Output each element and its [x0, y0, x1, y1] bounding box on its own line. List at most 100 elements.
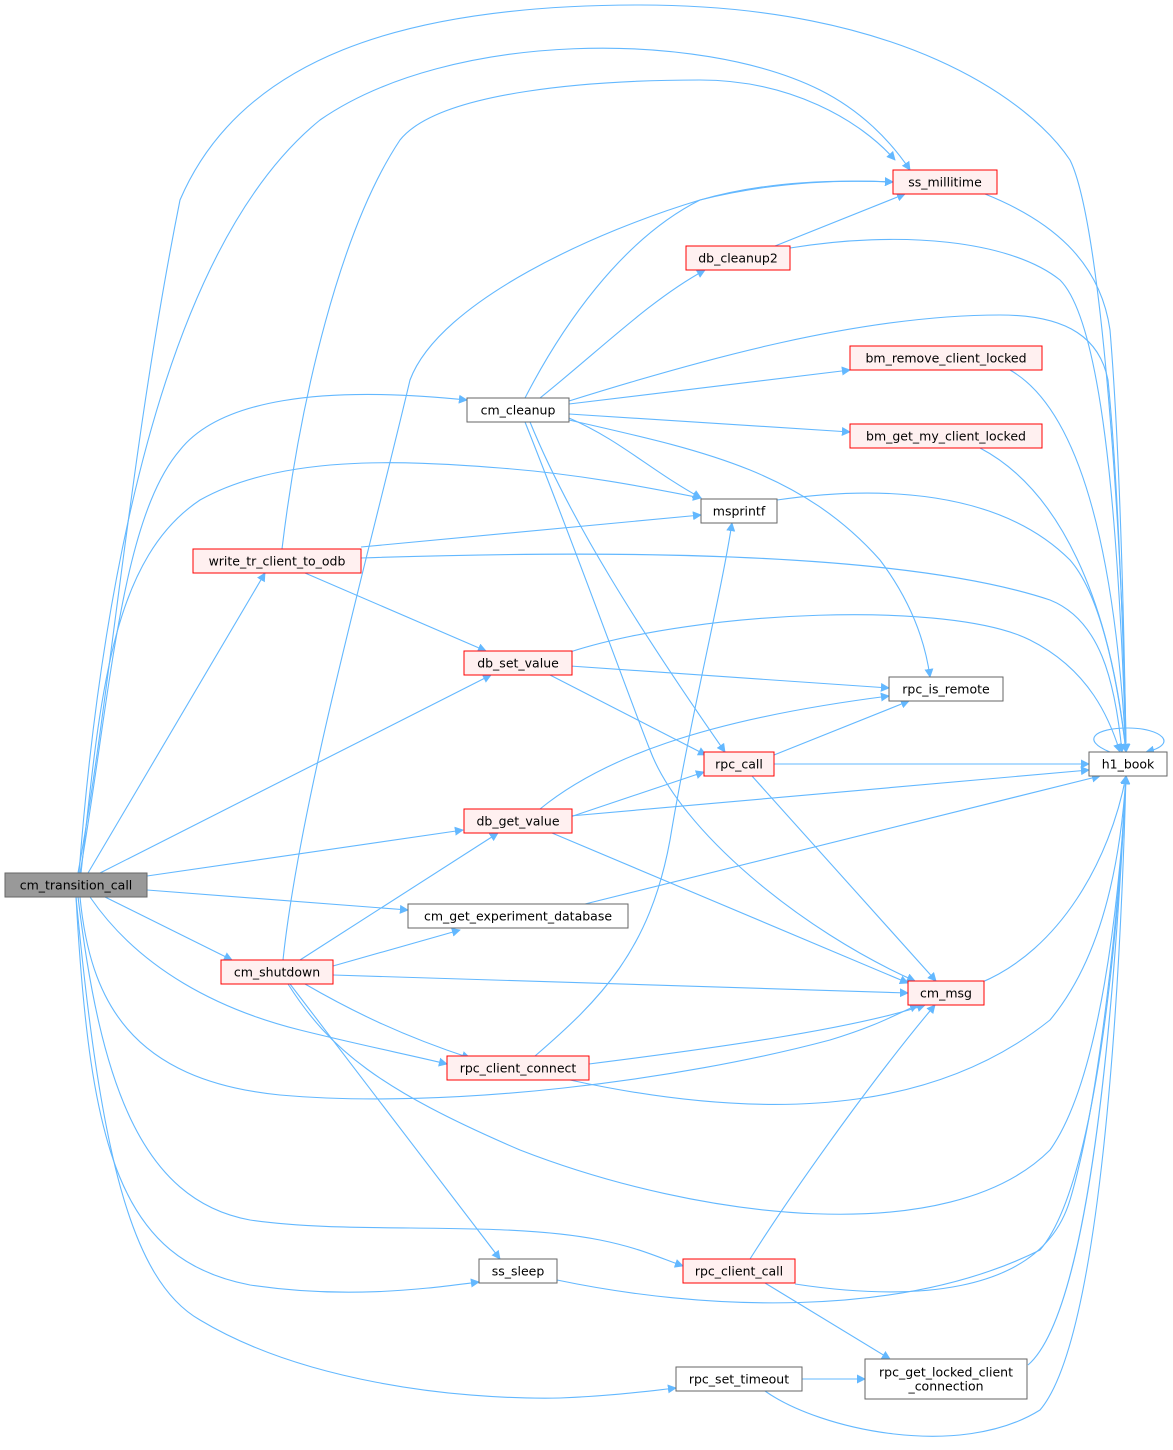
- edge-bm_get_my_client_locked-to-h1_book: [979, 447, 1130, 753]
- edge-cm_get_experiment_database-to-h1_book: [584, 773, 1101, 905]
- edge-db_set_value-to-rpc_is_remote: [569, 665, 890, 692]
- edge-rpc_call-to-rpc_is_remote: [773, 699, 910, 756]
- node-rpc_set_timeout[interactable]: rpc_set_timeout: [675, 1366, 803, 1392]
- edge-cm_transition_call-to-cm_shutdown: [104, 896, 233, 961]
- edge-cm_transition_call-to-rpc_client_call: [77, 896, 684, 1268]
- edge-cm_shutdown-to-ss_millitime: [282, 177, 894, 961]
- node-box: [907, 980, 985, 1006]
- edge-db_set_value-to-rpc_call: [549, 674, 707, 756]
- edge-cm_transition_call-to-rpc_set_timeout: [75, 896, 677, 1399]
- node-box: [463, 808, 573, 834]
- node-box: [407, 903, 629, 929]
- node-label: rpc_call: [715, 757, 763, 772]
- node-db_get_value[interactable]: db_get_value: [463, 808, 573, 834]
- node-box: [864, 1358, 1028, 1400]
- edge-cm_transition_call-to-ss_millitime: [78, 47, 911, 874]
- node-box: [446, 1055, 590, 1081]
- edge-cm_cleanup-to-msprintf: [568, 417, 702, 499]
- nodes-layer: cm_transition_call ss_millitime db_cleanup…: [4, 169, 1168, 1400]
- edge-db_cleanup2-to-ss_millitime: [774, 192, 906, 247]
- node-bm_get_my_client_locked[interactable]: bm_get_my_client_locked: [849, 423, 1043, 449]
- node-cm_msg[interactable]: cm_msg: [907, 980, 985, 1006]
- edge-cm_shutdown-to-cm_get_experiment_database: [332, 927, 461, 967]
- edge-write_tr_client_to_odb-to-ss_millitime: [281, 79, 896, 550]
- edge-db_get_value-to-rpc_call: [569, 770, 705, 818]
- node-cm_get_experiment_database[interactable]: cm_get_experiment_database: [407, 903, 629, 929]
- edge-cm_cleanup-to-h1_book: [568, 314, 1131, 753]
- node-label: ss_millitime: [908, 175, 982, 190]
- node-label: cm_get_experiment_database: [424, 909, 612, 924]
- node-rpc_is_remote[interactable]: rpc_is_remote: [888, 676, 1004, 702]
- node-box: [4, 872, 148, 898]
- node-label: db_cleanup2: [698, 251, 778, 266]
- node-ss_sleep[interactable]: ss_sleep: [478, 1258, 558, 1284]
- node-label: cm_cleanup: [481, 403, 556, 418]
- node-msprintf[interactable]: msprintf: [700, 498, 778, 524]
- node-label: cm_shutdown: [234, 965, 320, 980]
- edge-cm_cleanup-to-rpc_call: [529, 421, 726, 753]
- edge-h1_book-to-h1_book: [1093, 727, 1165, 755]
- node-db_cleanup2[interactable]: db_cleanup2: [685, 245, 791, 271]
- edge-cm_transition_call-to-db_set_value: [99, 674, 492, 874]
- edge-db_set_value-to-h1_book: [569, 614, 1122, 753]
- node-label: cm_msg: [920, 986, 972, 1001]
- edge-cm_transition_call-to-ss_sleep: [75, 896, 480, 1293]
- edge-cm_cleanup-to-bm_remove_client_locked: [568, 366, 851, 405]
- node-ss_millitime[interactable]: ss_millitime: [892, 169, 998, 195]
- edge-db_cleanup2-to-h1_book: [789, 238, 1131, 753]
- node-label: db_get_value: [476, 814, 559, 829]
- node-label: write_tr_client_to_odb: [209, 554, 346, 569]
- node-label: rpc_client_call: [695, 1264, 783, 1279]
- edge-rpc_client_call-to-rpc_get_locked_client_connection: [764, 1282, 891, 1360]
- edge-rpc_client_connect-to-cm_msg: [588, 1003, 926, 1065]
- edge-cm_transition_call-to-db_get_value: [146, 826, 464, 877]
- node-label: msprintf: [713, 504, 766, 519]
- node-db_set_value[interactable]: db_set_value: [463, 650, 573, 676]
- node-bm_remove_client_locked[interactable]: bm_remove_client_locked: [849, 345, 1043, 371]
- edge-rpc_client_call-to-cm_msg: [749, 1004, 936, 1260]
- node-label: db_set_value: [477, 656, 559, 671]
- node-label: bm_remove_client_locked: [865, 351, 1026, 366]
- edge-cm_transition_call-to-msprintf: [80, 462, 702, 874]
- node-h1_book[interactable]: h1_book: [1088, 751, 1168, 777]
- edge-cm_transition_call-to-cm_msg: [79, 896, 919, 1100]
- edge-db_get_value-to-cm_msg: [551, 832, 909, 985]
- node-box: [682, 1258, 796, 1284]
- node-rpc_call[interactable]: rpc_call: [703, 751, 775, 777]
- edge-cm_cleanup-to-rpc_is_remote: [568, 419, 934, 678]
- node-rpc_client_call[interactable]: rpc_client_call: [682, 1258, 796, 1284]
- node-box: [192, 548, 362, 574]
- edge-ss_sleep-to-h1_book: [556, 775, 1131, 1304]
- node-box: [466, 397, 570, 423]
- edge-rpc_get_locked_client_connection-to-h1_book: [1027, 775, 1131, 1366]
- node-rpc_get_locked_client_connection[interactable]: rpc_get_locked_client_connection: [864, 1358, 1028, 1400]
- edge-write_tr_client_to_odb-to-msprintf: [360, 511, 702, 548]
- node-write_tr_client_to_odb[interactable]: write_tr_client_to_odb: [192, 548, 362, 574]
- edge-cm_shutdown-to-ss_sleep: [289, 983, 501, 1260]
- edge-cm_transition_call-to-cm_cleanup: [79, 393, 468, 874]
- node-box: [703, 751, 775, 777]
- node-box: [849, 345, 1043, 371]
- node-label: cm_transition_call: [20, 878, 133, 893]
- edge-db_get_value-to-h1_book: [569, 766, 1090, 817]
- edges-layer: [75, 4, 1165, 1437]
- node-box: [700, 498, 778, 524]
- node-label: ss_sleep: [492, 1264, 545, 1279]
- edge-cm_cleanup-to-cm_msg: [524, 421, 916, 982]
- edge-cm_shutdown-to-cm_msg: [332, 974, 909, 998]
- edge-cm_transition_call-to-h1_book: [77, 4, 1131, 874]
- node-label: bm_get_my_client_locked: [866, 429, 1026, 444]
- node-cm_transition_call[interactable]: cm_transition_call: [4, 872, 148, 898]
- node-cm_shutdown[interactable]: cm_shutdown: [220, 959, 334, 985]
- node-rpc_client_connect[interactable]: rpc_client_connect: [446, 1055, 590, 1081]
- edge-write_tr_client_to_odb-to-db_set_value: [304, 572, 487, 652]
- edge-rpc_client_connect-to-msprintf: [534, 522, 736, 1057]
- node-box: [888, 676, 1004, 702]
- edge-cm_msg-to-h1_book: [979, 775, 1129, 984]
- node-box: [675, 1366, 803, 1392]
- edge-cm_shutdown-to-h1_book: [287, 775, 1131, 1215]
- edge-cm_cleanup-to-bm_get_my_client_locked: [568, 413, 851, 436]
- edge-cm_shutdown-to-rpc_client_connect: [304, 983, 471, 1060]
- node-box: [220, 959, 334, 985]
- node-cm_cleanup[interactable]: cm_cleanup: [466, 397, 570, 423]
